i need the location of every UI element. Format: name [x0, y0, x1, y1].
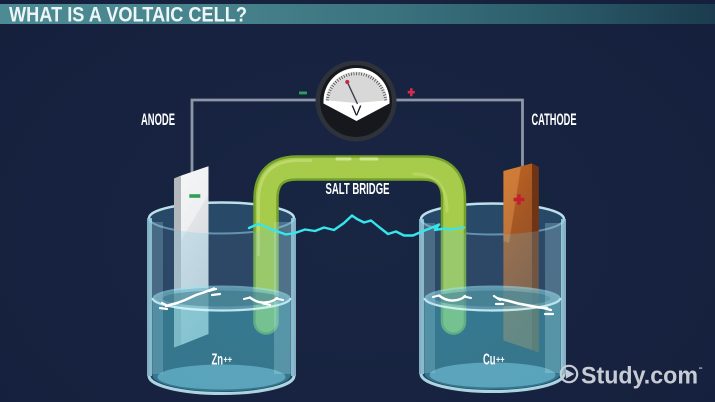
- svg-text:ANODE: ANODE: [141, 111, 175, 129]
- svg-text:Study.com: Study.com: [581, 363, 698, 390]
- svg-text:V: V: [351, 103, 361, 120]
- svg-text:++: ++: [224, 355, 233, 366]
- svg-text:++: ++: [496, 355, 505, 366]
- svg-text:SALT BRIDGE: SALT BRIDGE: [326, 181, 390, 198]
- svg-text:CATHODE: CATHODE: [532, 110, 577, 129]
- svg-text:Zn: Zn: [212, 352, 224, 369]
- svg-text:WHAT IS A VOLTAIC CELL?: WHAT IS A VOLTAIC CELL?: [9, 4, 247, 27]
- svg-text:Cu: Cu: [483, 352, 496, 369]
